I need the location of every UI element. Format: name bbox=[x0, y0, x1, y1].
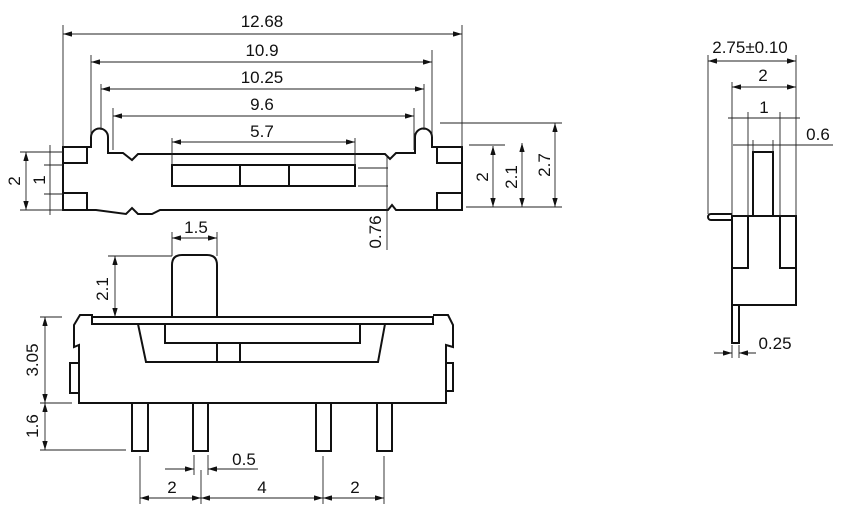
svg-text:12.68: 12.68 bbox=[241, 12, 284, 31]
dim-lug-inner-span: 10.25 bbox=[100, 68, 425, 130]
pin-2 bbox=[192, 402, 209, 452]
top-left-pad-lower bbox=[62, 192, 88, 211]
svg-text:2: 2 bbox=[758, 66, 767, 85]
top-left-pad-upper bbox=[62, 146, 88, 164]
svg-text:2: 2 bbox=[5, 176, 24, 185]
svg-text:10.9: 10.9 bbox=[245, 41, 278, 60]
svg-text:5.7: 5.7 bbox=[250, 122, 274, 141]
dim-overall-length: 12.68 bbox=[62, 12, 463, 147]
side-actuator bbox=[752, 151, 774, 217]
dim-notch-depth: 0.76 bbox=[358, 155, 388, 250]
svg-text:0.6: 0.6 bbox=[806, 125, 830, 144]
pin-1 bbox=[131, 402, 149, 452]
front-body bbox=[73, 314, 454, 404]
top-body-outline bbox=[62, 127, 463, 216]
side-body bbox=[731, 215, 797, 306]
dim-side-body-width: 2 bbox=[731, 66, 796, 216]
dim-right-heights: 2 2.1 2.7 bbox=[440, 122, 562, 208]
left-clip bbox=[69, 362, 80, 394]
svg-text:2: 2 bbox=[167, 478, 176, 497]
slider-stem bbox=[216, 342, 241, 363]
dim-side-actuator-width: 0.6 bbox=[733, 125, 833, 152]
side-lever bbox=[707, 213, 732, 221]
svg-text:1.5: 1.5 bbox=[184, 218, 208, 237]
svg-text:1: 1 bbox=[759, 98, 768, 117]
svg-text:0.76: 0.76 bbox=[366, 215, 385, 248]
slider-slot bbox=[171, 164, 356, 187]
right-clip bbox=[445, 362, 454, 392]
dim-slot-length: 5.7 bbox=[171, 122, 356, 165]
dim-pin-pitch: 2 4 2 bbox=[139, 456, 385, 504]
side-body-notches bbox=[732, 216, 796, 269]
side-view: 2.75±0.10 2 1 0.6 0.25 bbox=[707, 38, 833, 358]
svg-text:0.5: 0.5 bbox=[232, 450, 256, 469]
dim-lug-outer-span: 10.9 bbox=[90, 41, 433, 137]
dim-body-length: 9.6 bbox=[112, 95, 415, 150]
svg-text:2.1: 2.1 bbox=[502, 165, 521, 189]
dim-side-actuator-span: 1 bbox=[728, 98, 800, 216]
dim-pad-height: 1 bbox=[30, 145, 63, 215]
dim-pin-width: 0.5 bbox=[165, 450, 258, 475]
svg-text:0.25: 0.25 bbox=[758, 334, 791, 353]
svg-text:9.6: 9.6 bbox=[250, 95, 274, 114]
dim-side-overall-width: 2.75±0.10 bbox=[707, 38, 797, 216]
svg-text:10.25: 10.25 bbox=[241, 68, 284, 87]
svg-text:4: 4 bbox=[257, 478, 266, 497]
svg-text:1.6: 1.6 bbox=[23, 414, 42, 438]
dim-body-height: 3.05 bbox=[23, 316, 72, 404]
pin-3 bbox=[315, 402, 332, 452]
dim-actuator-width: 1.5 bbox=[171, 218, 218, 256]
dim-pin-length: 1.6 bbox=[23, 403, 126, 451]
inner-recess bbox=[137, 323, 386, 363]
side-pin bbox=[731, 304, 740, 344]
svg-text:1: 1 bbox=[30, 175, 49, 184]
svg-text:2.1: 2.1 bbox=[93, 277, 112, 301]
svg-text:2: 2 bbox=[473, 172, 492, 181]
svg-text:3.05: 3.05 bbox=[23, 343, 42, 376]
slider-carrier bbox=[164, 323, 361, 344]
front-view: 1.5 2.1 3.05 1.6 0.5 2 bbox=[23, 218, 454, 504]
svg-text:2: 2 bbox=[350, 478, 359, 497]
dim-side-pin-thickness: 0.25 bbox=[714, 334, 792, 358]
dim-height-left: 2 bbox=[5, 151, 63, 211]
pin-4 bbox=[376, 402, 393, 452]
top-view: 12.68 10.9 10.25 9.6 5.7 2 bbox=[5, 12, 562, 250]
svg-text:2.75±0.10: 2.75±0.10 bbox=[712, 38, 788, 57]
top-plate bbox=[91, 316, 434, 325]
dim-actuator-height: 2.1 bbox=[93, 255, 172, 317]
top-right-pad-upper bbox=[436, 146, 463, 164]
top-right-pad-lower bbox=[436, 192, 463, 211]
actuator bbox=[171, 254, 218, 318]
svg-text:2.7: 2.7 bbox=[535, 153, 554, 177]
